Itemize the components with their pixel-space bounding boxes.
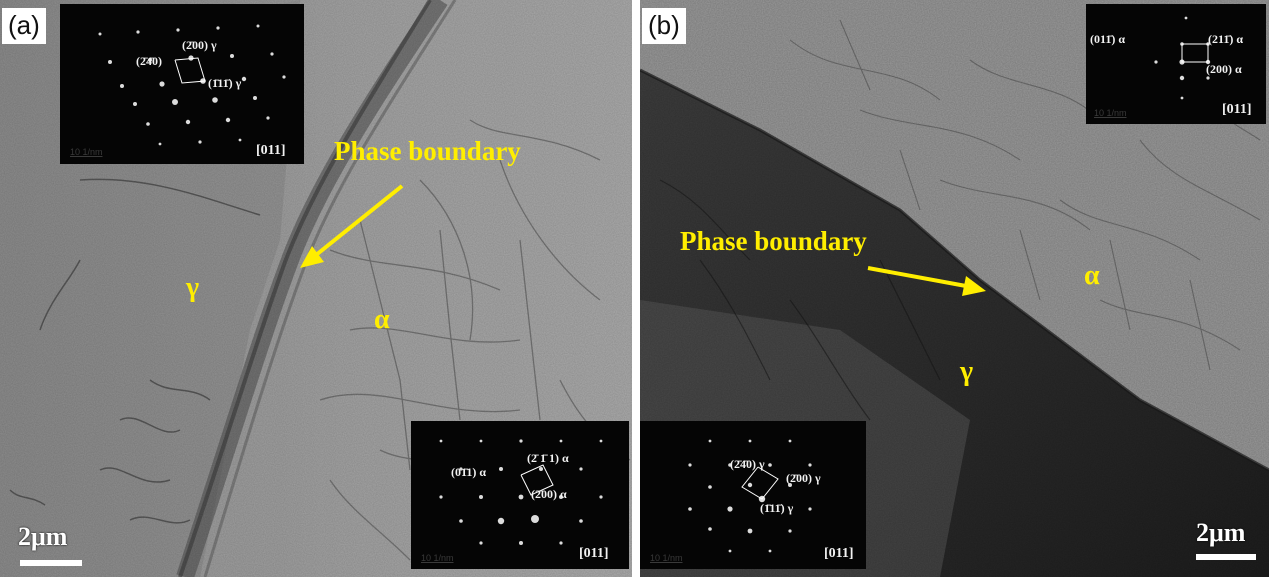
- index-label: (211̄) α: [1208, 32, 1244, 46]
- zone-axis-label: [011]: [824, 546, 854, 561]
- gamma-phase-label: γ: [960, 356, 974, 387]
- index-label: (2̄00) α: [531, 487, 567, 501]
- zone-axis-label: [011]: [1222, 102, 1252, 117]
- index-label: (1̄11̄) γ: [208, 76, 242, 90]
- panel-a: (a) (2̄00) γ (2̄4̄0) (1̄11̄) γ 10 1/nm […: [0, 0, 632, 577]
- diffraction-pattern-gamma: (2̄4̄0) γ (2̄00) γ (1̄11̄) γ 10 1/nm [01…: [640, 421, 866, 569]
- scale-bar: [1196, 554, 1256, 560]
- phase-boundary-arrow: [300, 184, 404, 268]
- dp-scale-text: 10 1/nm: [650, 553, 683, 563]
- phase-boundary-arrow: [867, 266, 986, 296]
- index-label: (01̄1) α: [451, 465, 487, 479]
- gamma-phase-label: γ: [186, 272, 200, 303]
- dp-scale-text: 10 1/nm: [1094, 108, 1127, 118]
- index-label: (1̄11̄) γ: [760, 501, 794, 515]
- diffraction-spots: [98, 24, 286, 146]
- phase-boundary-label: Phase boundary: [680, 226, 867, 256]
- alpha-phase-label: α: [374, 304, 390, 335]
- scale-bar: [20, 560, 82, 566]
- dp-scale-text: 10 1/nm: [421, 553, 454, 563]
- zone-axis-label: [011]: [256, 143, 286, 158]
- diffraction-pattern-gamma: (2̄00) γ (2̄4̄0) (1̄11̄) γ 10 1/nm [011]: [60, 4, 304, 164]
- diffraction-spots: [688, 439, 812, 553]
- zone-axis-label: [011]: [579, 546, 609, 561]
- index-label: (2̄00) γ: [182, 38, 217, 52]
- index-label: (2̄ 1̄ 1) α: [527, 451, 569, 465]
- panel-b: (b) (011̄) α (211̄) α (200) α 10 1/nm [0…: [640, 0, 1269, 577]
- index-label: (011̄) α: [1090, 32, 1126, 46]
- phase-boundary-label: Phase boundary: [334, 136, 521, 166]
- index-label: (200) α: [1206, 62, 1242, 76]
- alpha-phase-label: α: [1084, 260, 1100, 291]
- diffraction-spots: [439, 439, 603, 545]
- scale-bar-label: 2μm: [18, 522, 68, 551]
- scale-bar-label: 2μm: [1196, 518, 1246, 547]
- dp-scale-text: 10 1/nm: [70, 147, 103, 157]
- index-label: (2̄4̄0): [136, 54, 162, 68]
- panel-label-a: (a): [2, 8, 46, 44]
- diffraction-pattern-alpha: (2̄ 1̄ 1) α (01̄1) α (2̄00) α 10 1/nm [0…: [411, 421, 629, 569]
- index-label: (2̄00) γ: [786, 471, 821, 485]
- panel-label-b: (b): [642, 8, 686, 44]
- index-label: (2̄4̄0) γ: [730, 457, 765, 471]
- diffraction-spots: [1154, 16, 1211, 100]
- diffraction-pattern-alpha: (011̄) α (211̄) α (200) α 10 1/nm [011]: [1086, 4, 1266, 124]
